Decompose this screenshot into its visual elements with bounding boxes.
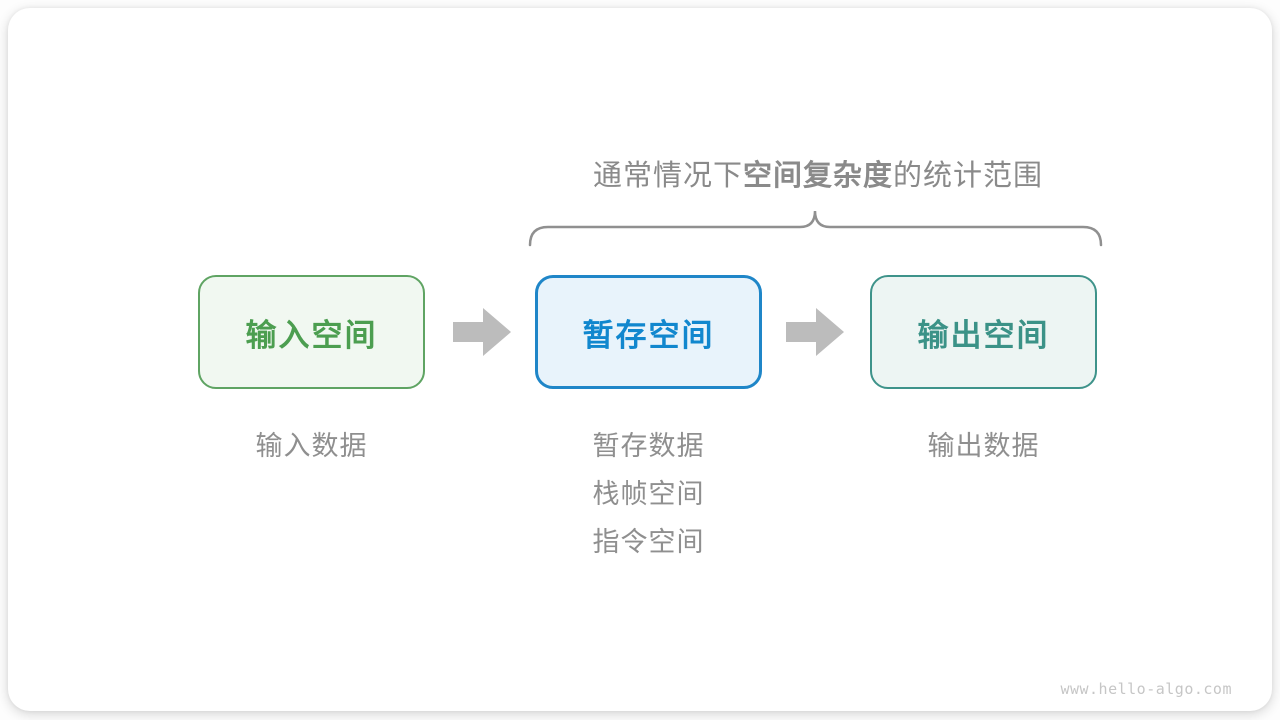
title-keyword: 空间复杂度 bbox=[742, 160, 893, 192]
box-temp-space-label: 暂存空间 bbox=[582, 317, 715, 353]
title-prefix: 通常情况下 bbox=[592, 160, 743, 192]
box-output-space-label: 输出空间 bbox=[917, 317, 1050, 353]
note-input-data: 输入数据 bbox=[255, 431, 368, 461]
note-output-data: 输出数据 bbox=[927, 431, 1040, 461]
box-input-space-label: 输入空间 bbox=[245, 317, 378, 353]
box-input-space: 输入空间 bbox=[198, 275, 425, 389]
note-stack-frame-space: 栈帧空间 bbox=[592, 479, 705, 509]
scope-brace-path bbox=[528, 210, 1103, 247]
note-temp-data: 暂存数据 bbox=[592, 431, 705, 461]
arrow-right-icon bbox=[786, 308, 844, 356]
box-temp-space: 暂存空间 bbox=[535, 275, 762, 389]
note-instruction-space: 指令空间 bbox=[592, 527, 705, 557]
diagram-card: 通常情况下空间复杂度的统计范围 输入空间 暂存空间 输出空间 输入数据 暂存数据 bbox=[8, 8, 1272, 711]
diagram-title: 通常情况下空间复杂度的统计范围 bbox=[518, 152, 1118, 194]
title-suffix: 的统计范围 bbox=[893, 160, 1044, 192]
scope-brace bbox=[528, 210, 1103, 247]
note-temp-column: 暂存数据 栈帧空间 指令空间 bbox=[535, 422, 762, 566]
note-input-column: 输入数据 bbox=[198, 422, 425, 470]
note-output-column: 输出数据 bbox=[870, 422, 1097, 470]
watermark: www.hello-algo.com bbox=[1060, 680, 1232, 698]
box-output-space: 输出空间 bbox=[870, 275, 1097, 389]
arrow-right-icon bbox=[453, 308, 511, 356]
